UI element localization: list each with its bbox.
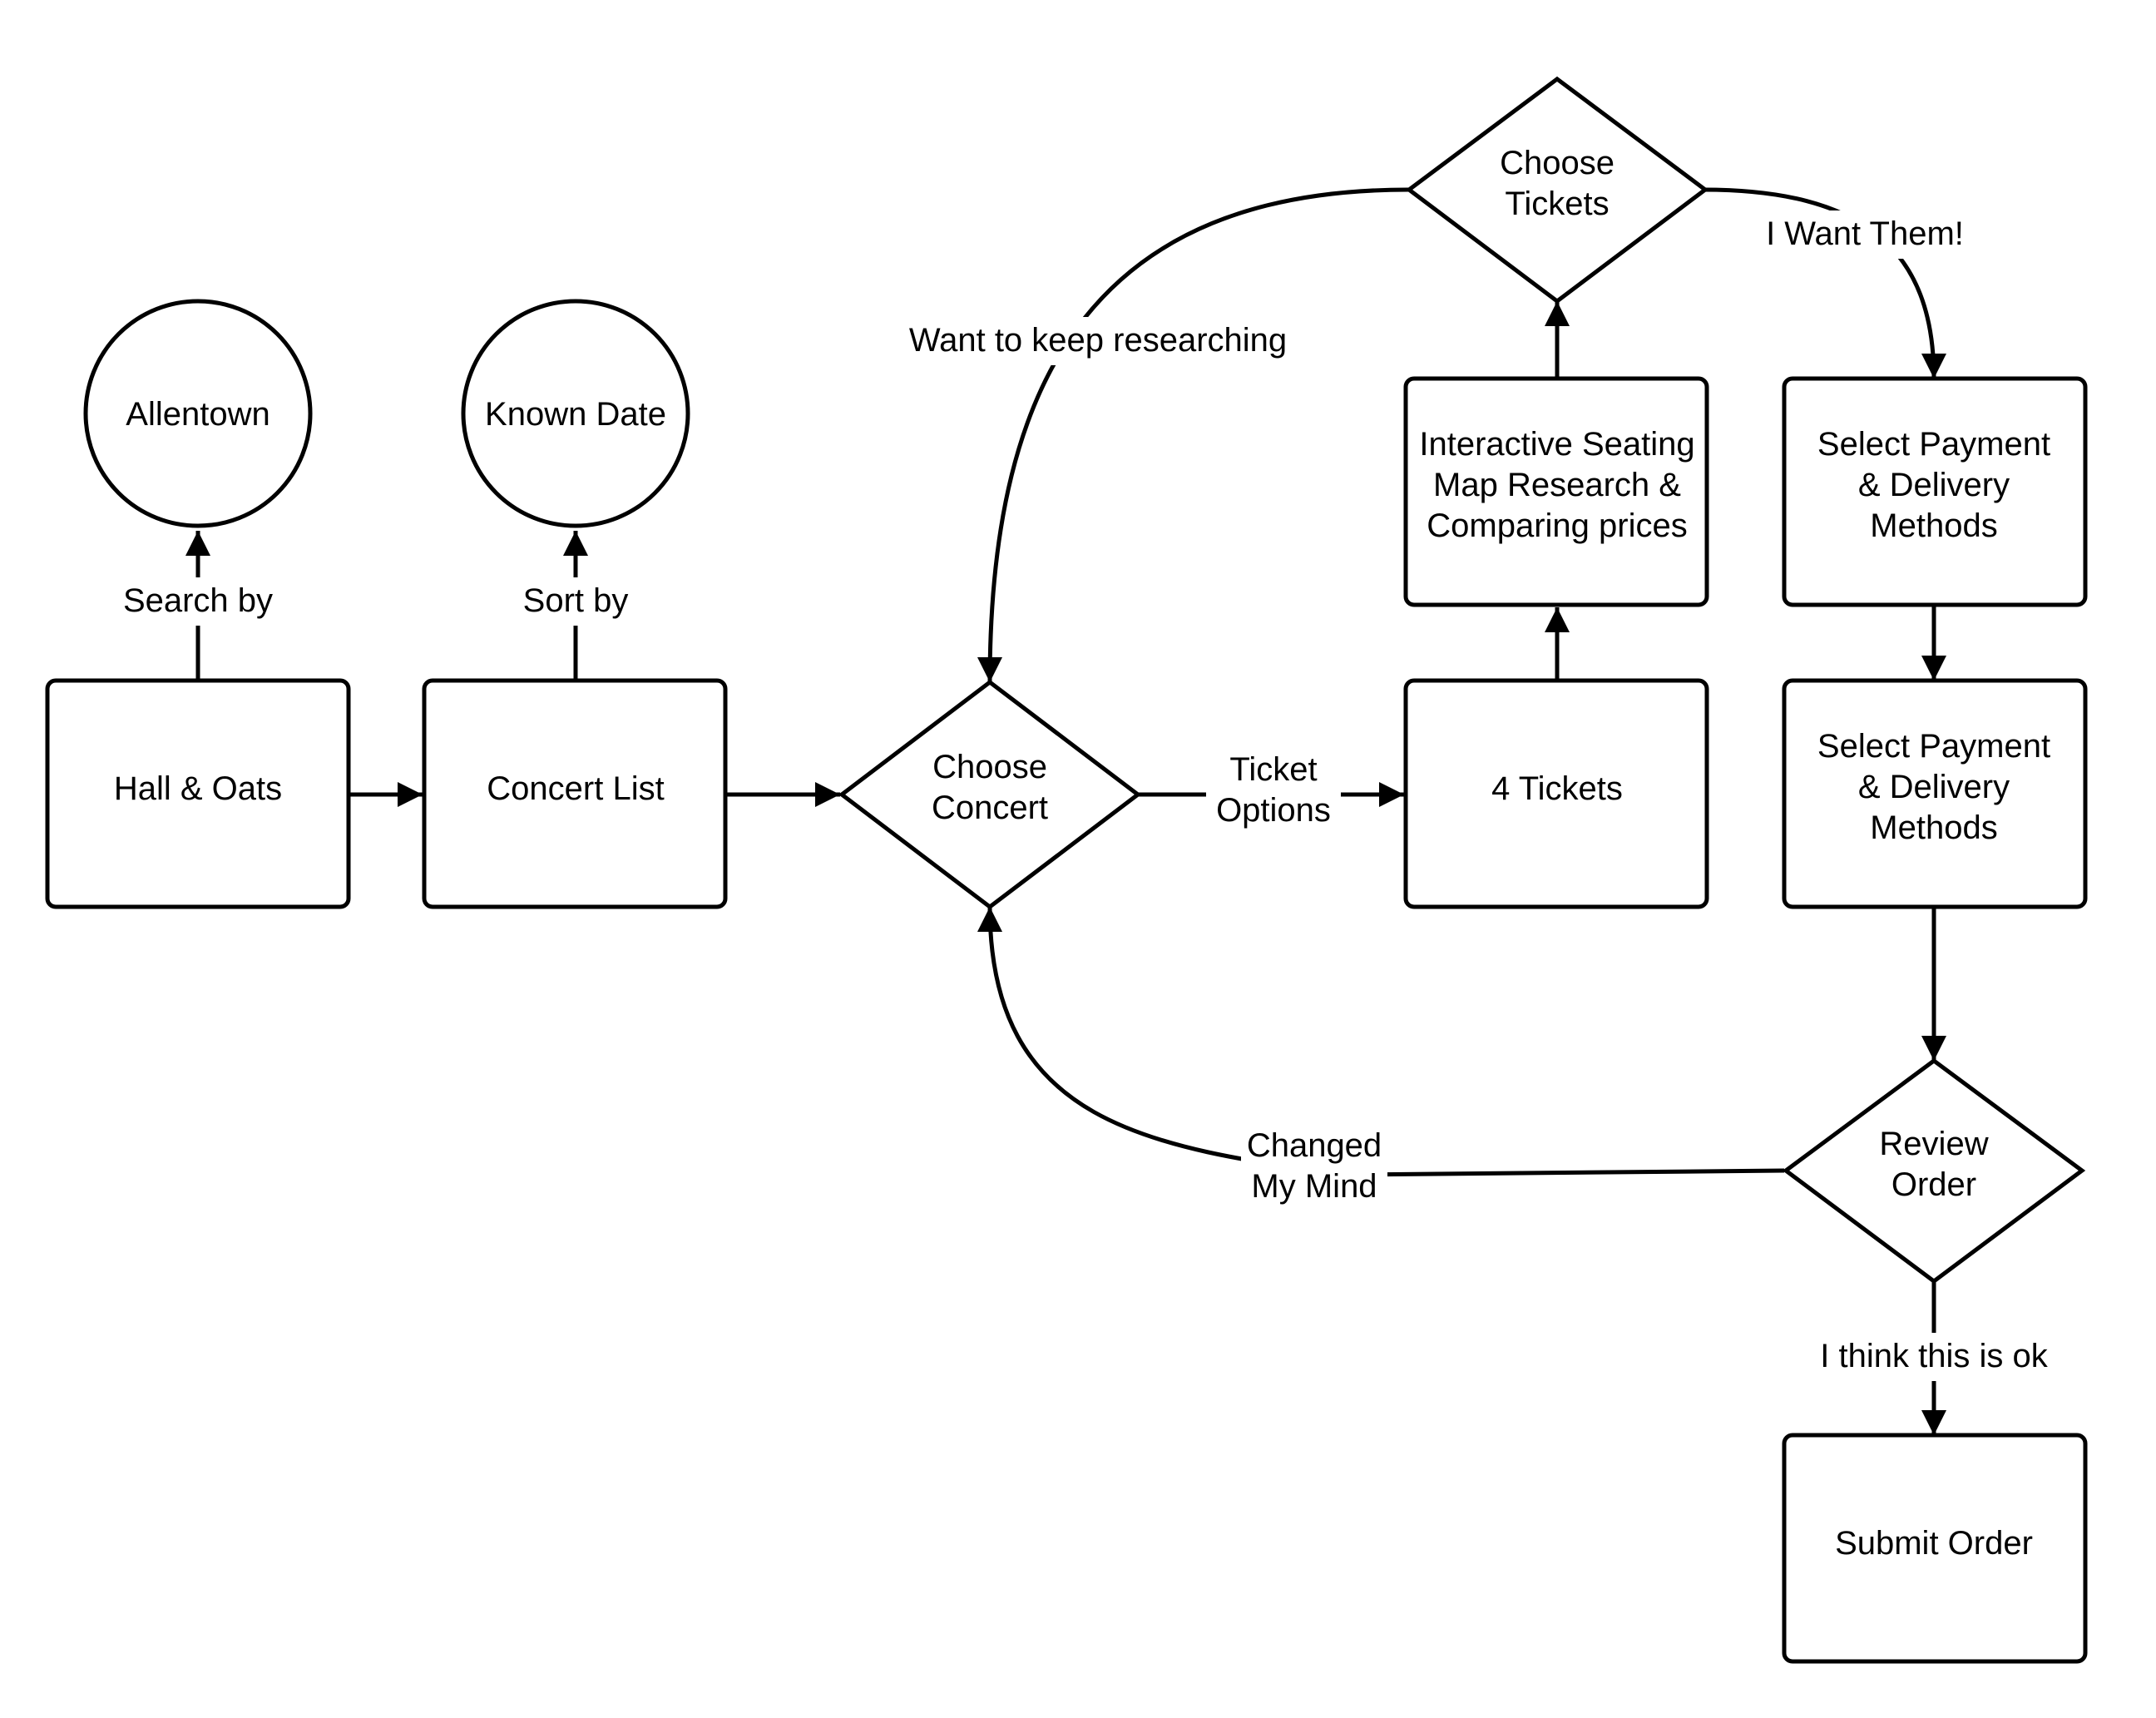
node-label-line-3: Methods	[1870, 809, 1997, 846]
sort-by-text: Sort by	[523, 582, 629, 619]
node-label: Hall & Oats	[114, 770, 282, 807]
node-label-line-1: Choose	[932, 749, 1047, 785]
ticket-options-text-line-2: Options	[1216, 792, 1331, 829]
node-label-line-1: Review	[1879, 1126, 1988, 1162]
keep-researching-label: Want to keep researching	[902, 317, 1293, 365]
sort-by-label: Sort by	[512, 577, 639, 626]
choose-concert-node[interactable]: Choose Concert	[838, 679, 1142, 910]
four-tickets-node[interactable]: 4 Tickets	[1403, 678, 1709, 909]
concert-list-node[interactable]: Concert List	[422, 678, 728, 909]
node-label-line-3: Comparing prices	[1427, 507, 1687, 544]
think-ok-label: I think this is ok	[1813, 1333, 2055, 1381]
node-label: Known Date	[485, 396, 666, 433]
seating-map-node[interactable]: Interactive Seating Map Research & Compa…	[1403, 376, 1709, 607]
node-label: Allentown	[126, 396, 270, 433]
submit-order-node[interactable]: Submit Order	[1782, 1433, 2088, 1664]
edge-choose-tickets-to-choose-concert	[977, 187, 1409, 683]
search-by-text: Search by	[123, 582, 273, 619]
nodes: Allentown Known Date Hall & Oats Concert…	[45, 76, 2088, 1664]
allentown-node[interactable]: Allentown	[83, 299, 313, 528]
node-label-line-2: Tickets	[1505, 186, 1609, 222]
edge-labels: Search by Sort by Ticket Options Want to…	[116, 210, 2055, 1381]
node-label-line-1: Choose	[1500, 145, 1615, 181]
hall-oats-node[interactable]: Hall & Oats	[45, 678, 351, 909]
changed-mind-label: Changed My Mind	[1241, 1123, 1387, 1211]
node-label-line-2: & Delivery	[1858, 769, 2010, 805]
node-label-line-2: & Delivery	[1858, 467, 2010, 503]
changed-mind-text-line-1: Changed	[1247, 1127, 1382, 1164]
known-date-node[interactable]: Known Date	[461, 299, 690, 528]
payment-methods-node-1[interactable]: Select Payment & Delivery Methods	[1782, 376, 2088, 607]
changed-mind-text-line-2: My Mind	[1251, 1168, 1377, 1205]
node-label-line-1: Select Payment	[1817, 426, 2050, 463]
node-label-line-3: Methods	[1870, 507, 1997, 544]
ticket-options-label: Ticket Options	[1206, 747, 1341, 835]
think-ok-text: I think this is ok	[1820, 1338, 2048, 1374]
node-label-line-2: Concert	[932, 790, 1048, 826]
keep-researching-text: Want to keep researching	[909, 322, 1287, 359]
node-label-line-2: Map Research &	[1433, 467, 1681, 503]
node-label-line-1: Interactive Seating	[1419, 426, 1694, 463]
want-them-text: I Want Them!	[1766, 215, 1964, 252]
review-order-node[interactable]: Review Order	[1782, 1057, 2086, 1285]
node-label: Submit Order	[1835, 1525, 2033, 1562]
search-by-label: Search by	[116, 577, 279, 626]
want-them-label: I Want Them!	[1762, 210, 1968, 259]
node-label: Concert List	[487, 770, 664, 807]
node-label-line-2: Order	[1891, 1166, 1976, 1203]
ticket-options-text-line-1: Ticket	[1229, 751, 1317, 788]
node-label-line-1: Select Payment	[1817, 728, 2050, 765]
choose-tickets-node[interactable]: Choose Tickets	[1405, 76, 1709, 304]
payment-methods-node-2[interactable]: Select Payment & Delivery Methods	[1782, 678, 2088, 909]
node-label: 4 Tickets	[1491, 770, 1623, 807]
